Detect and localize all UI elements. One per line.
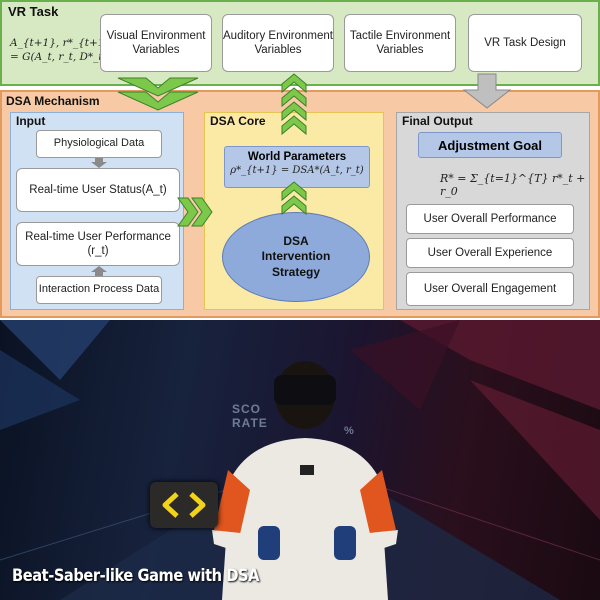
world-parameters-formula: ρ*_{t+1} = DSA*(A_t, r_t) xyxy=(230,165,364,176)
vr-formula-line2: = G(A_t, r_t, D*_t) xyxy=(10,51,107,64)
tactile-env-box: Tactile Environment Variables xyxy=(344,14,456,72)
rate-percent: % xyxy=(344,425,354,437)
down-block-arrow xyxy=(462,73,512,109)
vr-task-formula: A_{t+1}, r*_{t+1} = G(A_t, r_t, D*_t) xyxy=(10,36,111,64)
overall-performance-box: User Overall Performance xyxy=(406,204,574,234)
arrow-layer xyxy=(91,73,512,276)
input-title: Input xyxy=(16,114,46,128)
dsa-strategy-ellipse: DSA Intervention Strategy xyxy=(222,212,370,302)
vr-task-title: VR Task xyxy=(8,4,59,19)
score-label: SCO xyxy=(232,402,262,416)
physio-to-status-arrow xyxy=(91,158,107,168)
game-screenshot xyxy=(0,320,600,600)
overall-engagement-box: User Overall Engagement xyxy=(406,272,574,306)
interaction-to-performance-arrow xyxy=(91,266,107,276)
interaction-data-box: Interaction Process Data xyxy=(36,276,162,304)
vr-formula-line1: A_{t+1}, r*_{t+1} xyxy=(10,37,112,49)
world-parameters-box: World Parameters ρ*_{t+1} = DSA*(A_t, r_… xyxy=(224,146,370,188)
reward-formula: R* = Σ_{t=1}^{T} r*_t + r_0 xyxy=(440,172,586,198)
vr-task-design-box: VR Task Design xyxy=(468,14,582,72)
world-parameters-label: World Parameters xyxy=(247,151,347,163)
auditory-env-box: Auditory Environment Variables xyxy=(222,14,334,72)
game-caption: Beat-Saber-like Game with DSA xyxy=(12,566,260,586)
user-status-box: Real-time User Status(A_t) xyxy=(16,168,180,212)
rate-label: RATE xyxy=(232,416,268,431)
physiological-data-box: Physiological Data xyxy=(36,130,162,158)
adjustment-goal-box: Adjustment Goal xyxy=(418,132,562,158)
right-chevron-arrow xyxy=(177,197,213,227)
double-chevron-icon xyxy=(162,492,206,518)
up-chevron-stack xyxy=(281,73,307,216)
user-performance-box: Real-time User Performance (r_t) xyxy=(16,222,180,266)
dsa-mechanism-title: DSA Mechanism xyxy=(6,94,100,108)
visual-env-box: Visual Environment Variables xyxy=(100,14,212,72)
note-block xyxy=(150,482,218,528)
down-chevron-arrow xyxy=(117,77,199,111)
overall-experience-box: User Overall Experience xyxy=(406,238,574,268)
final-output-title: Final Output xyxy=(402,114,473,128)
dsa-core-title: DSA Core xyxy=(210,114,266,128)
score-overlay: SCO RATE xyxy=(232,402,268,431)
game-scene-illustration xyxy=(0,320,600,600)
